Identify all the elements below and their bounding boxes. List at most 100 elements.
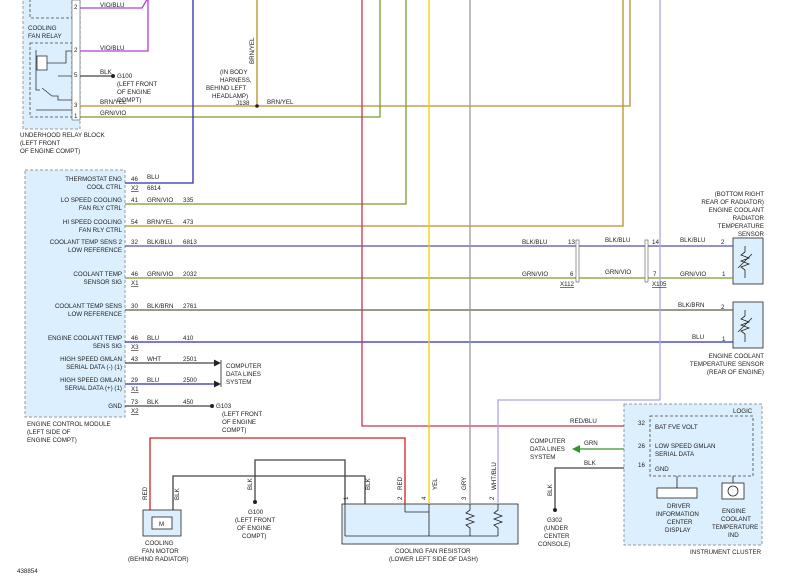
harness-note-4: HEADLAMP) [212, 93, 248, 100]
ecm-row-6: COOLANT TEMP SENS LOW REFERENCE 30 BLK/B… [55, 303, 197, 318]
ecm-row-8-label1: HIGH SPEED GMLAN [60, 356, 122, 363]
fan-motor-label-2: FAN MOTOR [142, 548, 179, 555]
ecm-row-8-label2: SERIAL DATA (-) (1) [66, 364, 122, 371]
relay-wire-4: BRN/YEL [100, 99, 127, 106]
harness-wire-horizontal: BRN/YEL [267, 99, 294, 106]
cluster-data-lines-1: COMPUTER [530, 438, 566, 445]
ecm-row-2-label2: FAN RLY CTRL [79, 205, 123, 212]
ecm-row-5-circuit: 2032 [183, 271, 197, 278]
ecm-row-8-wire: WHT [147, 356, 161, 363]
ecm-row-3-label2: FAN RLY CTRL [79, 227, 123, 234]
relay-pin-box [71, 0, 81, 121]
resistor-wire-3: YEL [432, 478, 439, 490]
ecm-row-10-wire: BLK [147, 399, 160, 406]
connector-x105-pin-a: 14 [652, 239, 659, 246]
ecm-row-4: COOLANT TEMP SENS 2 LOW REFERENCE 32 BLK… [50, 239, 198, 254]
ecm-row-5-pin: 46 [131, 271, 138, 278]
harness-note-3: BEHIND LEFT [206, 85, 246, 92]
ecm-row-4-circuit: 6813 [183, 239, 197, 246]
sensor1-label-1: (BOTTOM RIGHT [715, 191, 765, 198]
resistor-pin-5: 2 [489, 496, 496, 500]
relay-label-2: FAN RELAY [28, 33, 62, 40]
ecm-row-9-label1: HIGH SPEED GMLAN [60, 377, 122, 384]
dic-label-4: DISPLAY [665, 527, 691, 534]
cluster-data-lines-3: SYSTEM [530, 454, 555, 461]
ecm-row-5-label2: SENSOR SIG [83, 279, 122, 286]
resistor-wire-2: RED [397, 476, 404, 490]
connector-x112-pin-a: 13 [568, 239, 575, 246]
resistor-pin-1: 1 [343, 496, 350, 500]
wire-vio-blu-2 [80, 0, 149, 52]
sensor2-label-2: TEMPERATURE SENSOR [690, 361, 765, 368]
splice-j138-dot [255, 104, 259, 108]
harness-note-2: HARNESS, [220, 77, 252, 84]
dic-label-2: INFORMATION [656, 511, 699, 518]
dic-label-3: CENTER [667, 519, 693, 526]
relay-coil [36, 55, 48, 71]
relay-pin-5: 1 [74, 113, 78, 120]
ecm-row-9-conn: X1 [131, 386, 139, 393]
relay-wire-5: GRN/VIO [100, 110, 126, 117]
cluster-label: INSTRUMENT CLUSTER [690, 549, 762, 556]
ground-g100-line1: (LEFT FRONT [117, 81, 157, 88]
relay-pin-3: 5 [74, 72, 78, 79]
ecm-data-lines-bracket [213, 359, 221, 367]
sensor1-label-2: REAR OF RADIATOR) [701, 199, 764, 206]
sensor2-label-1: ENGINE COOLANT [709, 353, 765, 360]
ecm-row-7-conn: X3 [131, 344, 139, 351]
cluster-gnd-label: GND [655, 466, 669, 473]
ground-g103-line3: COMPT) [222, 427, 246, 434]
ground-g302-icon [553, 508, 557, 512]
fan-motor-wire-left: RED [142, 486, 149, 500]
resistor-label-2: (LOWER LEFT SIDE OF DASH) [389, 556, 478, 563]
ground-g100-line2: OF ENGINE [117, 89, 151, 96]
ind-label-1: ENGINE [722, 508, 746, 515]
ecm-row-2-label1: LO SPEED COOLING [61, 197, 122, 204]
ecm-row-10: GND 73 X2 BLK 450 [108, 399, 194, 415]
connector-x112-body [575, 239, 580, 283]
wire-blk-g100 [254, 459, 346, 504]
ecm-row-9-circuit: 2500 [183, 377, 197, 384]
sensor2-pin-b: 1 [722, 336, 726, 343]
fan-motor-symbol-letter: M [159, 521, 164, 528]
ecm-row-9: HIGH SPEED GMLAN SERIAL DATA (+) (1) 29 … [60, 377, 197, 393]
ecm-row-3-circuit: 473 [183, 219, 194, 226]
ind-label-3: TEMPERATURE [712, 524, 758, 531]
ecm-row-3-wire: BRN/YEL [147, 219, 174, 226]
wire-grn-vio-relay [80, 0, 381, 118]
relay-coil-line [35, 50, 40, 91]
resistor-pin-4: 3 [461, 496, 468, 500]
connector-x112-pin-b: 6 [570, 271, 574, 278]
ground-g100b-id: G100 [248, 509, 264, 516]
relay-block-label-2: (LEFT FRONT [20, 140, 60, 147]
ecm-row-7-wire: BLU [147, 335, 159, 342]
ecm-row-7-label1: ENGINE COOLANT TEMP [48, 335, 122, 342]
ground-g100b-line3: COMPT) [242, 533, 266, 540]
resistor-element-2-icon [492, 504, 504, 536]
sensor1-thermistor-icon [739, 246, 751, 278]
ground-g103-icon [210, 404, 214, 408]
ecm-row-3: HI SPEED COOLING FAN RLY CTRL 54 BRN/YEL… [63, 219, 194, 234]
ecm-row-5: COOLANT TEMP SENSOR SIG 46 X1 GRN/VIO 20… [73, 271, 197, 287]
temp-indicator-box [721, 482, 745, 500]
sensor1-box [732, 237, 764, 285]
relay-block-label-3: OF ENGINE COMPT) [20, 148, 80, 155]
ecm-row-1-wire: BLU [147, 174, 159, 181]
resistor-element-1-icon [464, 504, 476, 536]
cooling-fan-resistor-box [341, 503, 519, 545]
relay-wire-3: BLK [100, 69, 113, 76]
sensor1-label-6: SENSOR [738, 231, 765, 238]
ecm-row-8: HIGH SPEED GMLAN SERIAL DATA (-) (1) 43 … [60, 356, 197, 371]
instrument-cluster [623, 403, 763, 546]
cluster-data-lines-arrow [572, 445, 580, 453]
wire-brn-yel-relay [80, 0, 631, 107]
wire-blk-fan-motor [172, 475, 366, 510]
relay-block-label-1: UNDERHOOD RELAY BLOCK [20, 132, 106, 139]
ecm-row-7-circuit: 410 [183, 335, 194, 342]
ecm-row-2-pin: 41 [131, 197, 138, 204]
connector-x105-body [644, 239, 649, 283]
ecm-row-6-label1: COOLANT TEMP SENS [55, 303, 122, 310]
cluster-wire-1: RED/BLU [570, 418, 597, 425]
fan-motor-symbol-icon [151, 516, 173, 530]
sensor1-label-4: RADIATOR [733, 215, 765, 222]
